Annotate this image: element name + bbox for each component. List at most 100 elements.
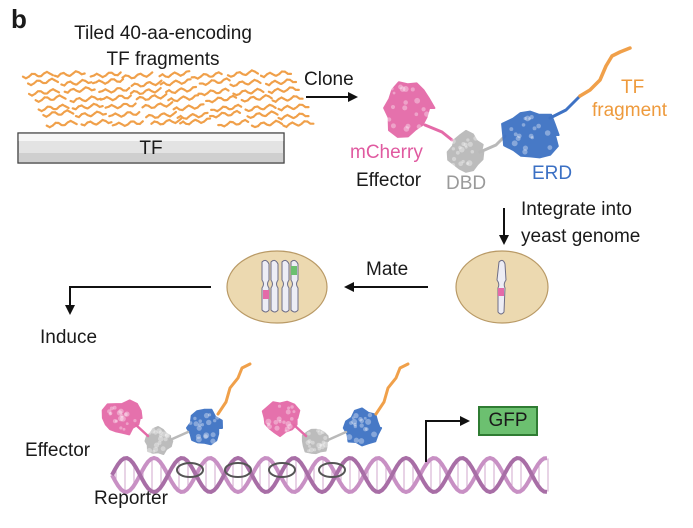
mate-label: Mate xyxy=(366,259,409,280)
erd-domain xyxy=(342,407,383,447)
fragment-tile xyxy=(240,93,273,103)
mcherry-linker xyxy=(423,123,454,142)
tf-bar-label: TF xyxy=(139,138,163,159)
fragment-tile xyxy=(229,78,262,88)
fragment-tile xyxy=(197,87,230,97)
fragment-tile xyxy=(159,78,192,87)
fragment-tile xyxy=(42,109,75,118)
fragment-tile xyxy=(204,94,238,104)
induce-label: Induce xyxy=(40,327,98,348)
fragment-tile xyxy=(34,94,67,104)
mcherry-domain xyxy=(101,399,143,436)
tf-bar xyxy=(17,132,285,164)
fragment-tile xyxy=(104,102,137,110)
diploid-cell xyxy=(226,250,328,324)
mcherry-label: mCherry xyxy=(350,142,423,163)
effector-label: Effector xyxy=(356,170,422,191)
fragment-tile xyxy=(60,78,93,87)
fragment-tile xyxy=(250,119,284,129)
tf-fragment-label-line2: fragment xyxy=(592,100,667,121)
reporter-dna xyxy=(110,455,549,495)
dbd-label: DBD xyxy=(446,173,487,194)
binding-site xyxy=(224,462,252,478)
fragment-tile xyxy=(80,118,113,127)
fragment-tile xyxy=(121,71,154,80)
fragment-tile xyxy=(71,102,104,111)
fragment-tile xyxy=(98,86,131,94)
fragment-tile xyxy=(63,86,96,94)
tf-fragment-chain xyxy=(374,362,410,416)
bottom-effector-label: Effector xyxy=(25,440,91,461)
dbd-linker xyxy=(478,134,507,154)
fragment-tile xyxy=(27,87,61,97)
fragment-tile xyxy=(91,78,125,85)
fragment-tile xyxy=(21,70,54,80)
fragment-tile xyxy=(158,70,191,79)
fragment-tile xyxy=(246,110,279,119)
panel-letter: b xyxy=(11,4,27,34)
linker xyxy=(134,423,150,438)
gfp-box xyxy=(478,406,538,436)
dna-strand-2 xyxy=(110,455,548,495)
transcription-arrow xyxy=(425,416,470,462)
fragment-tile xyxy=(53,70,86,78)
fragment-tile xyxy=(217,118,250,128)
fragment-tile xyxy=(208,109,242,119)
fragment-tile xyxy=(69,95,102,104)
fragment-tile xyxy=(179,117,212,126)
mcherry-domain xyxy=(261,400,301,438)
fragment-tile xyxy=(271,95,304,104)
fragment-tile xyxy=(129,86,162,96)
fragment-tile xyxy=(198,77,231,87)
fragment-tile xyxy=(244,103,277,113)
fragment-tile xyxy=(37,103,70,113)
reporter-label: Reporter xyxy=(94,488,168,509)
fragment-tile xyxy=(135,92,168,101)
fragment-tile xyxy=(210,103,243,113)
fragment-tile xyxy=(150,117,183,126)
erd-domain xyxy=(501,110,560,159)
binding-site xyxy=(176,462,204,478)
clone-label: Clone xyxy=(304,69,354,90)
fragment-tile xyxy=(226,69,259,78)
fragment-tile xyxy=(74,110,107,119)
fragment-tile xyxy=(277,112,310,121)
dbd-domain xyxy=(446,129,485,173)
fragment-tile xyxy=(108,111,141,118)
mcherry-domain xyxy=(383,81,436,138)
fragment-tile xyxy=(172,103,205,112)
dbd-domain xyxy=(301,428,329,455)
tf-fragment-chain xyxy=(216,362,252,416)
tiled-fragments xyxy=(21,69,315,129)
fragment-tile xyxy=(45,119,78,129)
binding-site xyxy=(318,462,346,478)
fragment-tile xyxy=(264,78,298,87)
fragment-tile xyxy=(190,71,223,80)
haploid-cell xyxy=(455,250,549,324)
induce-arrow xyxy=(65,286,211,315)
fragment-tile xyxy=(277,103,310,112)
fragment-tile xyxy=(99,94,132,102)
fragment-tile xyxy=(165,85,198,95)
fragment-tile xyxy=(111,120,144,128)
fragment-tile xyxy=(26,77,60,87)
linker xyxy=(292,423,308,438)
fragment-tile xyxy=(267,86,300,95)
fragment-tile xyxy=(232,87,265,97)
integrate-label-line1: Integrate into xyxy=(521,199,632,220)
fragment-tile xyxy=(176,111,209,120)
fragment-tile xyxy=(89,71,122,79)
tiling-title-line1: Tiled 40-aa-encoding xyxy=(74,23,252,44)
fragment-tile xyxy=(130,79,163,88)
linker xyxy=(326,430,348,442)
fragment-tile xyxy=(282,120,315,129)
gfp-label: GFP xyxy=(488,410,528,431)
erd-label: ERD xyxy=(532,163,573,184)
erd-domain xyxy=(186,408,223,446)
erd-linker xyxy=(548,94,582,120)
binding-site xyxy=(268,462,296,478)
integrate-label-line2: yeast genome xyxy=(521,226,641,247)
bound-effectors xyxy=(101,362,410,455)
tiling-title-line2: TF fragments xyxy=(106,49,220,70)
